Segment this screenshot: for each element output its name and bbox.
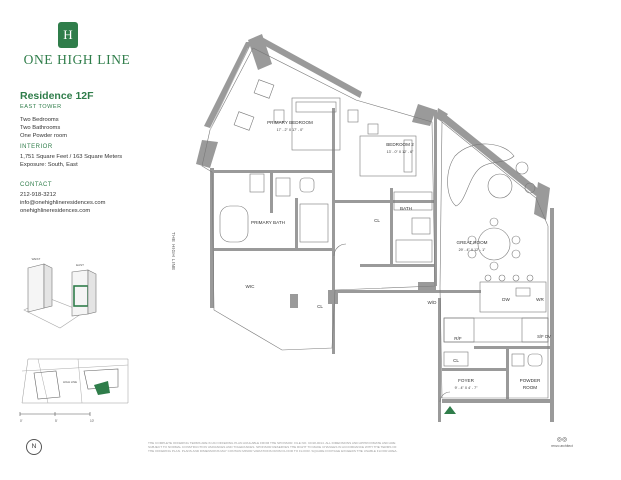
- residence-tower: EAST TOWER: [20, 104, 62, 110]
- brand-logo-icon: H: [58, 22, 78, 48]
- layout-line-3: One Powder room: [20, 133, 68, 139]
- layout-line-2: Two Bathrooms: [20, 125, 61, 131]
- bedroom2-bed: [359, 123, 417, 177]
- keymap-unit-marker: [94, 381, 110, 395]
- scale-label-10: 10': [90, 419, 95, 423]
- bedroom2-label: BEDROOM 2: [386, 142, 414, 147]
- entry-door-marker: [444, 406, 456, 414]
- closet-label-2: CL: [317, 304, 323, 309]
- primary-bedroom-label: PRIMARY BEDROOM: [267, 120, 313, 125]
- closet-label-1: CL: [374, 218, 380, 223]
- bath-label: BATH: [400, 206, 412, 211]
- architect-name: renzo architect: [551, 444, 573, 448]
- great-room-furniture: [443, 143, 549, 343]
- contact-email[interactable]: info@onehighlineresidences.com: [20, 200, 106, 206]
- street-label: THE HIGH LINE: [171, 232, 176, 271]
- scale-bar: 0' 5' 10': [19, 412, 95, 423]
- architect-logo-icon: ◎◎: [556, 437, 568, 443]
- interior-label: INTERIOR: [20, 144, 53, 150]
- keyplan-west-label: WEST: [32, 257, 41, 261]
- closet-label-3: CL: [453, 358, 459, 363]
- residence-title: Residence 12F: [20, 90, 94, 102]
- contact-phone[interactable]: 212-918-3212: [20, 192, 57, 198]
- primary-bath-label: PRIMARY BATH: [251, 220, 285, 225]
- floor-plan: THE HIGH LINE PRIMARY BEDROOM 17' - 2" X…: [171, 34, 554, 422]
- primary-bath-fixtures: [219, 173, 329, 243]
- primary-bedroom-dims: 17' - 2" X 17' - 0": [277, 128, 304, 132]
- plan-walls: [196, 34, 554, 422]
- foyer-label: FOYER: [458, 378, 475, 383]
- interior-area: 1,751 Square Feet / 163 Square Meters: [20, 154, 123, 160]
- oven-label: S/F OV: [537, 334, 551, 339]
- refrigerator-label: R/F: [454, 336, 462, 341]
- powder-room-label-2: ROOM: [523, 385, 537, 390]
- dishwasher-label: DW: [502, 297, 510, 302]
- plan-outlines: [201, 47, 549, 399]
- washer-dryer-label: W/D: [428, 300, 438, 305]
- keymap-area-label: HIGH LINE: [63, 380, 77, 384]
- scale-label-5: 5': [55, 419, 58, 423]
- north-arrow-icon: N: [26, 439, 42, 455]
- legal-disclaimer: THE COMPLETE OFFERING TERMS ARE IN AN OF…: [148, 441, 398, 453]
- powder-room-label: POWDER: [520, 378, 541, 383]
- wine-refrigerator-label: WR: [536, 297, 544, 302]
- architect-credit: ◎◎ renzo architect: [538, 436, 586, 448]
- great-room-dims: 29' - 4" X 12' - 1": [459, 248, 486, 252]
- wic-label: WIC: [246, 284, 256, 289]
- keyplan-east-label: EAST: [76, 263, 84, 267]
- bedroom-chairs: [233, 79, 275, 131]
- great-room-label: GREAT ROOM: [457, 240, 488, 245]
- brand-name: ONE HIGH LINE: [23, 52, 131, 67]
- bedroom2-dims: 13' - 0" X 12' - 6": [387, 150, 414, 154]
- contact-label: CONTACT: [20, 182, 53, 188]
- interior-exposure: Exposure: South, East: [20, 162, 78, 168]
- keyplan-map: HIGH LINE: [21, 358, 129, 404]
- primary-bed: [273, 97, 359, 151]
- foyer-dims: 9' - 4" X 4' - 7": [455, 386, 478, 390]
- bath-fixtures: [393, 191, 433, 263]
- contact-website[interactable]: onehighlineresidences.com: [20, 208, 91, 214]
- powder-fixtures: [443, 351, 543, 367]
- scale-label-0: 0': [20, 419, 23, 423]
- keyplan-towers: WEST EAST: [23, 257, 97, 329]
- layout-line-1: Two Bedrooms: [20, 117, 59, 123]
